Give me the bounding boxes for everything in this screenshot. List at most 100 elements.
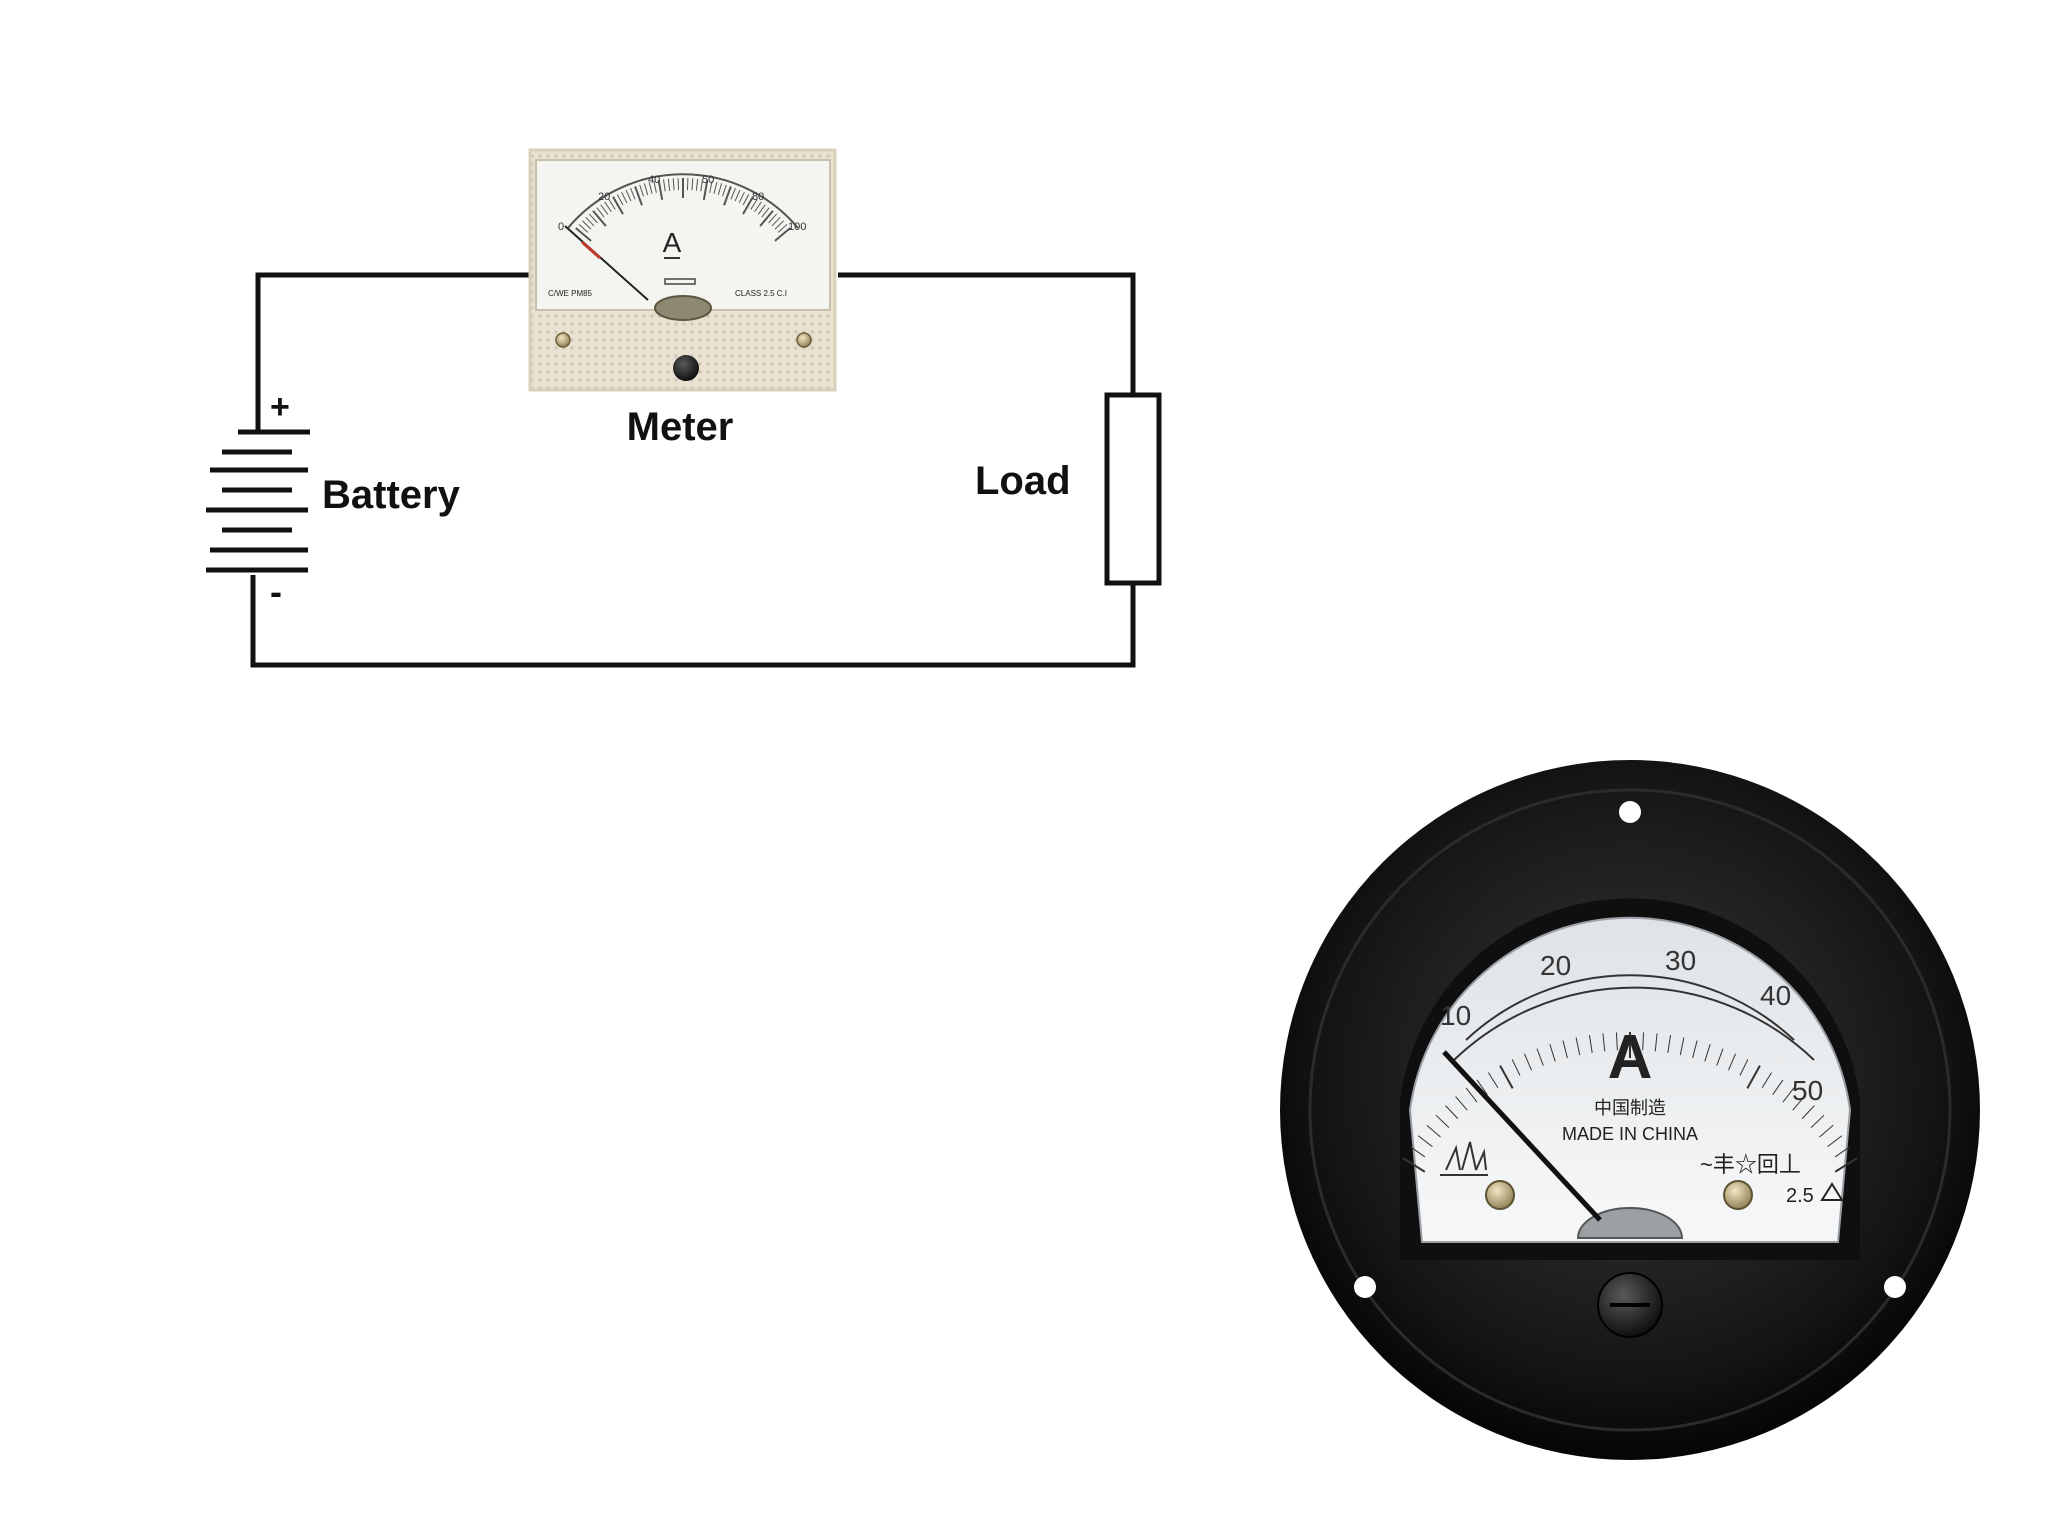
battery-label: Battery [322, 473, 461, 517]
round-meter-scale-labels: 10 20 30 40 50 [1440, 945, 1823, 1106]
round-scale-label-20: 20 [1540, 950, 1571, 981]
scale-tick [709, 180, 713, 193]
scale-tick [754, 201, 762, 213]
mount-hole-top [1619, 801, 1641, 823]
small-meter-right-screw [796, 332, 812, 348]
scale-tick [608, 199, 616, 210]
battery-symbol: + - [206, 388, 310, 612]
mount-hole-right [1884, 1276, 1906, 1298]
scale-tick [1782, 1087, 1795, 1103]
scale-tick [1834, 1146, 1851, 1158]
accuracy-triangle-icon [1820, 1182, 1844, 1201]
meter-label: Meter [627, 405, 734, 449]
small-meter-class: CLASS 2.5 C.I [735, 289, 787, 298]
scale-tick [1417, 1135, 1433, 1148]
scale-tick [771, 216, 781, 227]
scale-tick [1704, 1044, 1711, 1062]
scale-tick [1523, 1053, 1532, 1071]
scale-tick [667, 178, 671, 191]
scale-tick [1602, 1033, 1606, 1052]
scale-tick [1716, 1048, 1724, 1066]
scale-tick [1801, 1105, 1815, 1120]
scale-tick [672, 178, 675, 191]
scale-tick [1435, 1114, 1450, 1128]
scale-tick [585, 216, 595, 227]
round-meter-needle [1442, 1050, 1602, 1222]
small-meter-zero-adjust-knob [673, 355, 699, 381]
scale-tick [1499, 1065, 1514, 1089]
small-meter-ticks [575, 178, 791, 242]
round-meter-made-in: MADE IN CHINA [1562, 1124, 1698, 1144]
round-meter-right-screw [1723, 1180, 1753, 1210]
scale-tick [581, 220, 592, 230]
scale-tick [625, 189, 632, 202]
round-meter-chinese-text: 中国制造 [1594, 1098, 1666, 1118]
scale-tick [1402, 1157, 1426, 1173]
scale-tick [730, 188, 736, 200]
scale-tick [1679, 1037, 1685, 1056]
scale-tick [1827, 1135, 1843, 1148]
round-ammeter: 10 20 30 40 50 A 中国制造 MADE IN CHINA ~丰☆回… [1280, 760, 1980, 1460]
mount-hole-left [1354, 1276, 1376, 1298]
scale-tick [639, 184, 644, 197]
scale-tick [1642, 1032, 1645, 1051]
scale-tick [630, 188, 636, 200]
scale-tick [722, 184, 727, 197]
scale-tick [768, 213, 778, 224]
small-scale-label-100: 100 [788, 221, 806, 233]
scale-tick [604, 201, 612, 213]
scale-tick [1667, 1035, 1672, 1053]
scale-tick [777, 223, 788, 233]
scale-tick [750, 199, 758, 210]
scale-tick [1739, 1059, 1749, 1076]
scale-tick [612, 196, 624, 215]
round-scale-label-10: 10 [1440, 1000, 1471, 1031]
scale-tick [1761, 1072, 1773, 1089]
scale-tick [1465, 1087, 1478, 1103]
scale-tick [761, 207, 770, 218]
load-label: Load [975, 459, 1071, 503]
scale-tick [634, 186, 643, 206]
small-scale-label-50: 50 [702, 174, 714, 186]
scale-tick [1511, 1059, 1521, 1076]
small-meter-unit: A [663, 227, 682, 258]
round-meter-dial-face [1408, 916, 1852, 1243]
round-meter-symbols: ~丰☆回丄 [1700, 1152, 1801, 1177]
round-meter-accuracy: 2.5 [1786, 1185, 1814, 1207]
scale-tick [1575, 1037, 1581, 1056]
circuit-wires [250, 272, 1136, 668]
scale-tick [1746, 1065, 1761, 1089]
battery-plus-sign: + [270, 388, 290, 426]
scale-tick [621, 191, 628, 204]
scale-tick [1819, 1124, 1834, 1138]
small-meter-needle [564, 225, 649, 301]
scale-tick [713, 182, 718, 194]
scale-tick [616, 194, 624, 206]
scale-tick [1772, 1079, 1784, 1095]
scale-tick [1615, 1032, 1618, 1051]
scale-tick [1426, 1124, 1441, 1138]
scale-tick [1445, 1105, 1459, 1120]
scale-tick [695, 178, 699, 191]
scale-tick [702, 179, 709, 200]
scale-tick [1692, 1040, 1698, 1059]
scale-tick [738, 191, 745, 204]
sailboat-logo-icon [1440, 1141, 1488, 1176]
scale-tick [588, 213, 598, 224]
round-scale-label-40: 40 [1760, 980, 1791, 1011]
small-scale-label-40: 40 [648, 174, 660, 186]
scale-tick [1728, 1053, 1737, 1071]
wire-top-left [255, 272, 532, 430]
small-meter-scale-labels: 0 20 40 50 80 100 [558, 174, 806, 233]
scale-tick [1562, 1040, 1568, 1059]
scale-tick [1487, 1072, 1499, 1089]
small-scale-label-0: 0 [558, 221, 564, 233]
scale-tick [596, 207, 605, 218]
scale-tick [575, 227, 592, 242]
scale-tick [663, 179, 666, 192]
scale-tick [774, 227, 791, 242]
scale-tick [643, 183, 649, 196]
battery-minus-sign: - [270, 571, 282, 612]
small-meter-left-screw [555, 332, 571, 348]
scale-tick [1810, 1114, 1825, 1128]
